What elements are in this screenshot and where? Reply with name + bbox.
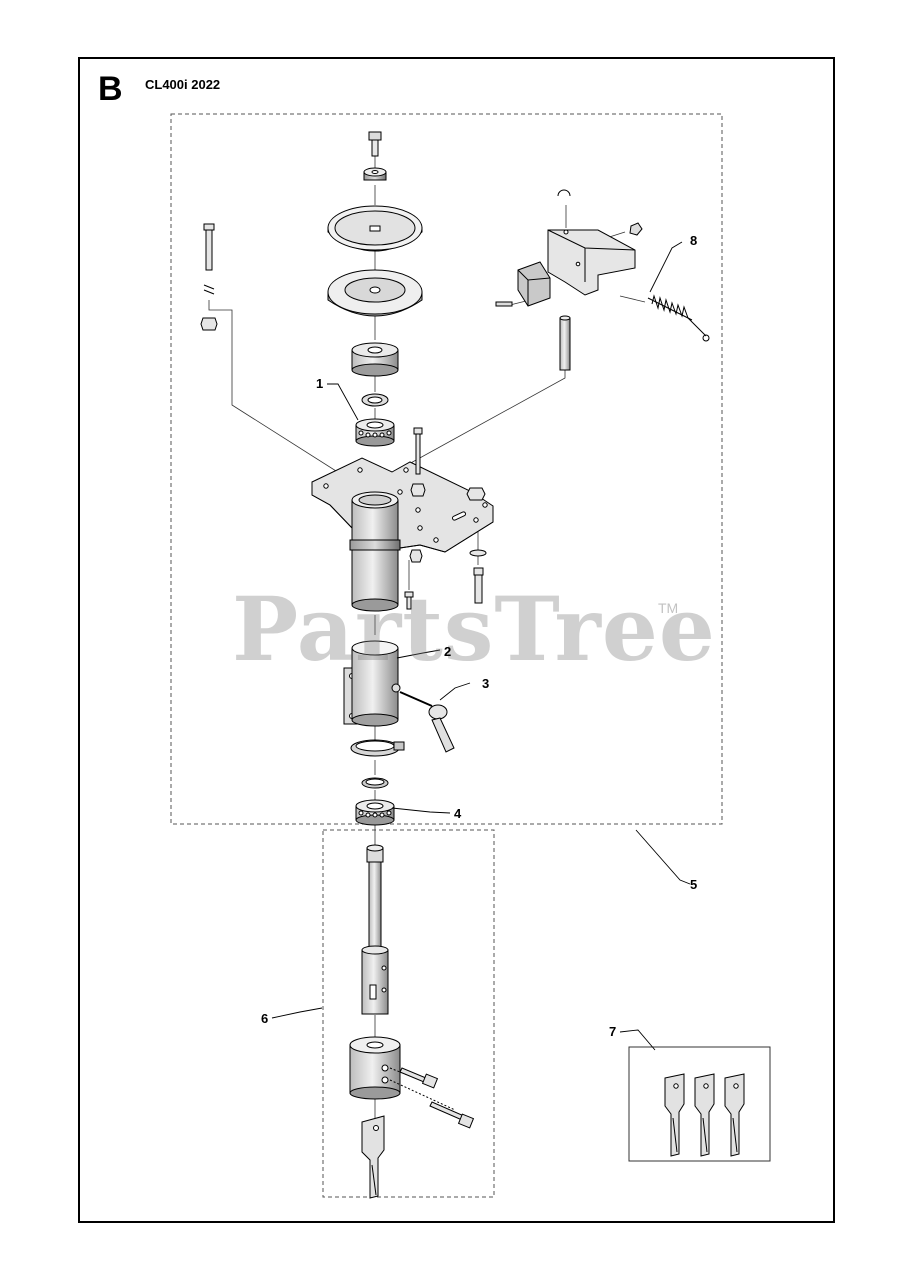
housing-assembly-box: [170, 113, 723, 825]
watermark-trademark: TM: [658, 600, 679, 616]
callout-3: 3: [482, 676, 490, 691]
bearing-lower: [355, 799, 395, 826]
hub-spacer: [351, 342, 399, 377]
blade-set-box: [628, 1046, 771, 1162]
top-bolt: [368, 131, 382, 157]
watermark-text: PartsTree: [232, 577, 716, 681]
clamp-ring: [350, 739, 405, 757]
plate-bolts: [404, 427, 487, 610]
clamp-sleeve: [343, 640, 399, 727]
coupler-screws: [389, 1067, 475, 1129]
tension-spring: [647, 294, 710, 342]
callout-2: 2: [444, 644, 452, 659]
main-housing-tube: [349, 491, 401, 612]
mounting-plate: [311, 457, 494, 553]
callout-4: 4: [454, 806, 462, 821]
callout-5: 5: [690, 877, 698, 892]
callout-6: 6: [261, 1011, 269, 1026]
page-frame: [78, 57, 835, 1223]
model-title: CL400i 2022: [145, 77, 221, 92]
cutting-blade: [361, 1115, 385, 1199]
locking-lever: [391, 683, 455, 753]
drive-shaft: [361, 844, 389, 1015]
section-letter: B: [98, 70, 123, 108]
callout-8: 8: [690, 233, 698, 248]
callout-1: 1: [316, 376, 324, 391]
snap-ring: [361, 777, 389, 789]
bearing-upper: [355, 418, 395, 447]
blade-set: [664, 1073, 745, 1157]
shaft-assembly-box: [322, 829, 495, 1198]
left-rod: [200, 223, 218, 331]
top-spacer: [363, 167, 387, 181]
pulley-lower-half: [327, 269, 423, 317]
callout-leaders: [271, 241, 691, 1051]
washer-upper: [361, 393, 389, 407]
blade-coupler: [349, 1036, 401, 1100]
pulley-upper-half: [327, 205, 423, 252]
callout-7: 7: [609, 1024, 617, 1039]
idler-bracket: [495, 189, 643, 371]
